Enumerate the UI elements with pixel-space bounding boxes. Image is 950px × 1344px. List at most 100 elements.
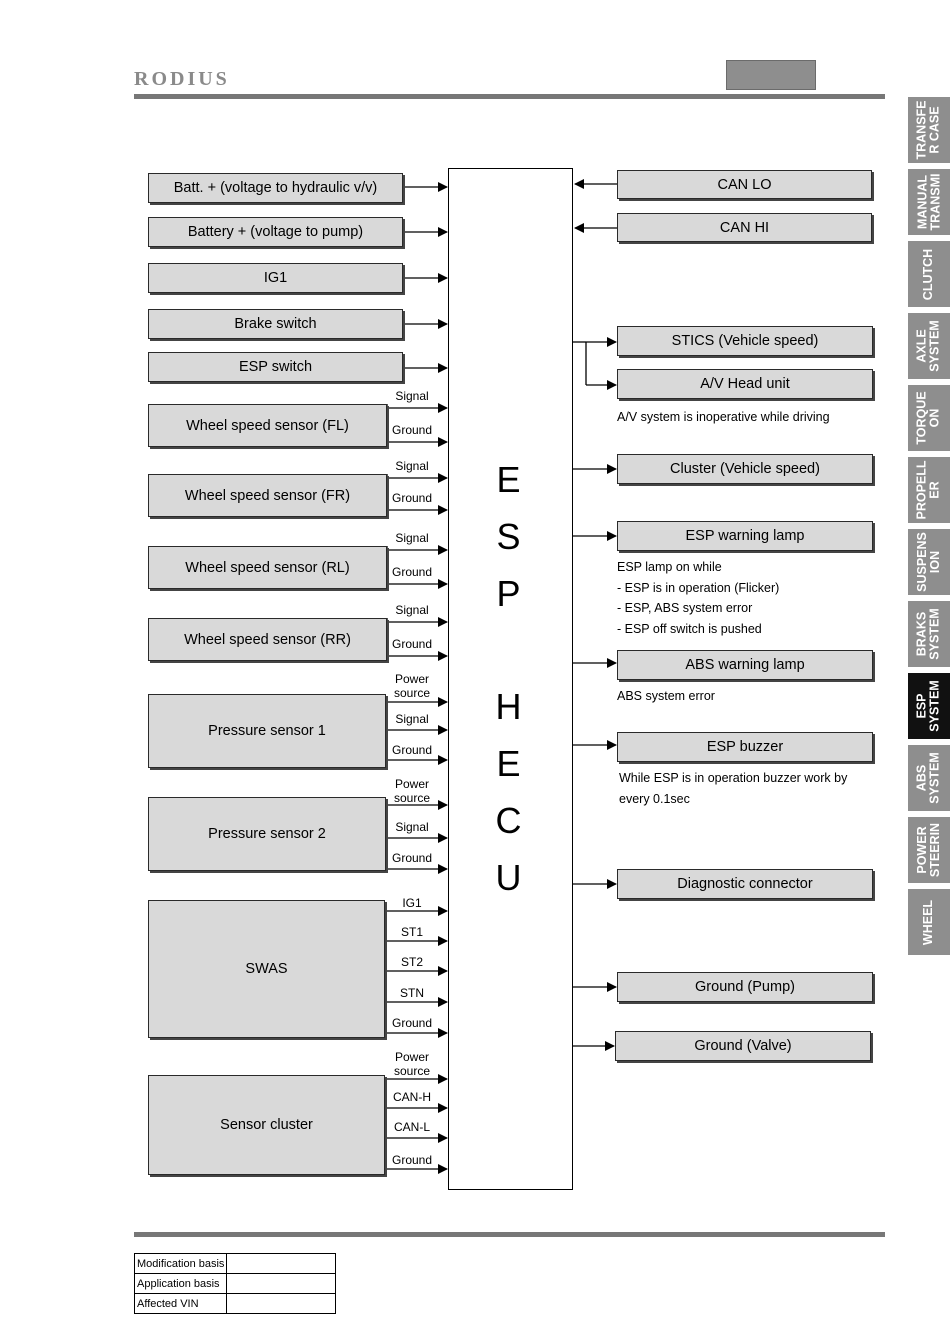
side-tab-label: WHEEL [921,899,936,945]
side-tab-label: POWER STEERIN [915,822,942,878]
wire-label-stn: STN [400,986,424,1000]
wire-label-power-source: Power source [393,1050,431,1078]
wire-label-signal: Signal [395,712,429,726]
output-abs-warning-lamp: ABS warning lamp [617,650,873,680]
output-ground-pump: Ground (Pump) [617,972,873,1002]
wire-label-ground: Ground [391,637,433,651]
wire-label-st2: ST2 [400,955,423,969]
side-tab-label: MANUAL TRANSMI [915,173,943,231]
modification-table: Modification basis Application basis Aff… [133,1253,337,1314]
input-ig1: IG1 [148,263,403,293]
input-brake-switch: Brake switch [148,309,403,339]
header-tag-box [726,60,816,90]
wire-label-signal: Signal [395,603,429,617]
ecu-letter: P [496,573,521,614]
side-tab-label: BRAKS SYSTEM [915,608,942,660]
note-line: - ESP off switch is pushed [617,621,762,636]
side-tab-label: ABS SYSTEM [915,752,942,804]
note-line: While ESP is in operation buzzer work by [619,771,848,785]
ecu-letter: S [496,516,521,557]
input-esp-switch: ESP switch [148,352,403,382]
note-line: ESP lamp on while [617,560,722,574]
table-cell-value [226,1273,337,1294]
header-rule [134,94,885,99]
output-diagnostic-connector: Diagnostic connector [617,869,873,899]
input-wss-fl: Wheel speed sensor (FL) [148,404,387,447]
wire-label-st1: ST1 [400,925,423,939]
wire-label-ground: Ground [391,491,433,505]
input-swas: SWAS [148,900,385,1038]
table-row: Application basis [133,1273,337,1294]
wire-label-power-source: Power source [393,777,431,805]
output-can-hi: CAN HI [617,213,872,242]
output-esp-buzzer: ESP buzzer [617,732,873,762]
side-tab-brake-system[interactable]: BRAKS SYSTEM [908,601,950,667]
output-av-head-unit: A/V Head unit [617,369,873,399]
note-line: - ESP is in operation (Flicker) [617,580,780,595]
side-tab-label: ESP SYSTEM [915,680,942,732]
input-wss-fr: Wheel speed sensor (FR) [148,474,387,517]
ecu-letter: U [495,857,522,898]
table-cell-value [226,1253,337,1274]
input-wss-rr: Wheel speed sensor (RR) [148,618,387,661]
wire-label-signal: Signal [395,531,429,545]
side-tab-wheel[interactable]: WHEEL [908,889,950,955]
note-buzzer: While ESP is in operation buzzer work by… [619,768,847,809]
output-esp-warning-lamp: ESP warning lamp [617,521,873,551]
wire-label-signal: Signal [395,459,429,473]
side-tab-clutch[interactable]: CLUTCH [908,241,950,307]
input-pressure-2: Pressure sensor 2 [148,797,386,871]
input-sensor-cluster: Sensor cluster [148,1075,385,1175]
output-can-lo: CAN LO [617,170,872,199]
side-tab-esp-system[interactable]: ESP SYSTEM [908,673,950,739]
input-batt-pump: Battery + (voltage to pump) [148,217,403,247]
note-line: - ESP, ABS system error [617,601,753,615]
wire-label-can-h: CAN-H [393,1090,431,1104]
ecu-letter: C [495,800,522,841]
note-abs-lamp: ABS system error [617,689,715,703]
note-av-system: A/V system is inoperative while driving [617,410,830,424]
table-row: Affected VIN [133,1293,337,1314]
input-wss-rl: Wheel speed sensor (RL) [148,546,387,589]
side-tab-label: TORQUE ON [915,391,942,445]
side-tab-label: TRANSFE R CASE [915,100,942,160]
esp-hecu-block: E S P H E C U [448,168,573,1190]
table-cell-label: Modification basis [133,1253,228,1274]
wire-label-can-l: CAN-L [393,1120,430,1134]
wire-label-ground: Ground [391,743,433,757]
input-batt-valve: Batt. + (voltage to hydraulic v/v) [148,173,403,203]
wire-label-ground: Ground [391,1153,433,1167]
side-tab-transfer-case[interactable]: TRANSFE R CASE [908,97,950,163]
brand-logo: RODIUS [134,68,230,90]
table-cell-value [226,1293,337,1314]
side-tab-abs-system[interactable]: ABS SYSTEM [908,745,950,811]
output-stics: STICS (Vehicle speed) [617,326,873,356]
side-tab-label: AXLE SYSTEM [915,320,942,372]
table-cell-label: Affected VIN [133,1293,228,1314]
wire-label-ground: Ground [391,851,433,865]
ecu-letter: H [495,686,522,727]
table-cell-label: Application basis [133,1273,228,1294]
side-tab-suspension[interactable]: SUSPENS ION [908,529,950,595]
side-tab-torque-on[interactable]: TORQUE ON [908,385,950,451]
side-tab-manual-transmission[interactable]: MANUAL TRANSMI [908,169,950,235]
output-cluster: Cluster (Vehicle speed) [617,454,873,484]
side-tab-label: SUSPENS ION [915,532,942,592]
side-tab-axle-system[interactable]: AXLE SYSTEM [908,313,950,379]
side-tab-power-steering[interactable]: POWER STEERIN [908,817,950,883]
wire-label-ig1: IG1 [402,896,422,910]
side-tab-propeller[interactable]: PROPELL ER [908,457,950,523]
note-line: every 0.1sec [619,791,690,806]
table-row: Modification basis [133,1253,337,1274]
footer-rule [134,1232,885,1237]
ecu-letter: E [496,743,521,784]
note-esp-lamp: ESP lamp on while - ESP is in operation … [617,557,779,639]
wire-label-ground: Ground [391,565,433,579]
wire-label-ground: Ground [391,423,433,437]
ecu-letter: E [496,459,521,500]
wire-label-signal: Signal [395,389,429,403]
wire-label-ground: Ground [391,1016,433,1030]
side-tab-label: CLUTCH [921,248,936,300]
wire-label-power-source: Power source [393,672,431,700]
